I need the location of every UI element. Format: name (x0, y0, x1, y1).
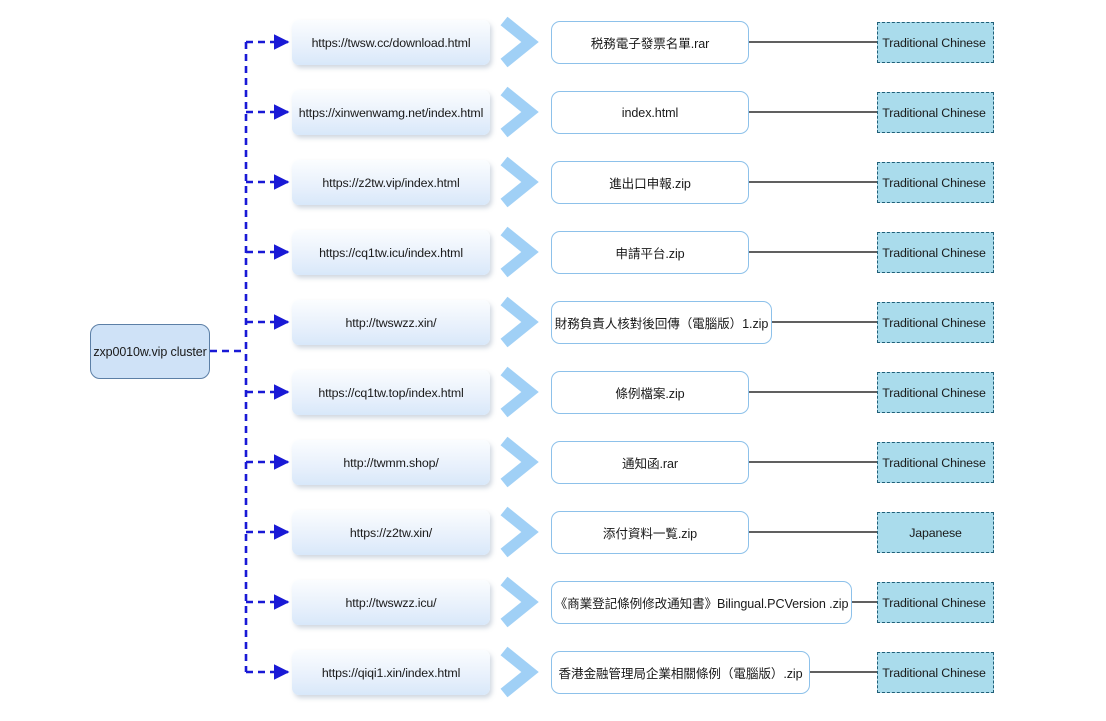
url-node[interactable]: https://z2tw.xin/ (292, 510, 490, 555)
language-node[interactable]: Traditional Chinese (877, 162, 994, 203)
url-label: https://cq1tw.icu/index.html (319, 245, 463, 260)
chevron-right-icon (500, 436, 546, 488)
file-label: 添付資料一覧.zip (602, 527, 698, 541)
language-node[interactable]: Traditional Chinese (877, 232, 994, 273)
url-label: https://qiqi1.xin/index.html (321, 665, 461, 680)
file-label: 《商業登記條例修改通知書》Bilingual.PCVersion .zip (554, 597, 849, 611)
chevron-right-icon (500, 366, 546, 418)
file-label: 香港金融管理局企業相關條例（電腦版）.zip (558, 667, 803, 681)
url-node[interactable]: http://twswzz.icu/ (292, 580, 490, 625)
language-node[interactable]: Japanese (877, 512, 994, 553)
language-node[interactable]: Traditional Chinese (877, 302, 994, 343)
file-label: 税務電子發票名單.rar (590, 37, 710, 51)
url-node[interactable]: https://cq1tw.icu/index.html (292, 230, 490, 275)
url-label: http://twswzz.xin/ (345, 315, 437, 330)
cluster-root-node[interactable]: zxp0010w.vip cluster (90, 324, 210, 379)
file-node[interactable]: 申請平台.zip (551, 231, 749, 274)
language-label: Traditional Chinese (882, 315, 986, 330)
file-label: index.html (621, 105, 679, 120)
file-language-connector-lines (749, 41, 877, 673)
language-label: Traditional Chinese (882, 35, 986, 50)
url-label: https://cq1tw.top/index.html (318, 385, 464, 400)
url-node[interactable]: https://xinwenwamg.net/index.html (292, 90, 490, 135)
url-node[interactable]: https://z2tw.vip/index.html (292, 160, 490, 205)
file-node[interactable]: 香港金融管理局企業相關條例（電腦版）.zip (551, 651, 810, 694)
language-label: Traditional Chinese (882, 105, 986, 120)
chevron-right-icon (500, 226, 546, 278)
language-node[interactable]: Traditional Chinese (877, 582, 994, 623)
url-node[interactable]: http://twswzz.xin/ (292, 300, 490, 345)
chevron-right-icon (500, 296, 546, 348)
url-node[interactable]: http://twmm.shop/ (292, 440, 490, 485)
language-node[interactable]: Traditional Chinese (877, 372, 994, 413)
url-label: http://twswzz.icu/ (345, 595, 437, 610)
file-node[interactable]: 添付資料一覧.zip (551, 511, 749, 554)
language-label: Traditional Chinese (882, 455, 986, 470)
language-label: Traditional Chinese (882, 665, 986, 680)
language-node[interactable]: Traditional Chinese (877, 442, 994, 483)
language-node[interactable]: Traditional Chinese (877, 652, 994, 693)
chevron-right-icon (500, 576, 546, 628)
chevron-right-icon (500, 156, 546, 208)
url-label: https://twsw.cc/download.html (311, 35, 471, 50)
file-label: 申請平台.zip (615, 247, 685, 261)
language-label: Traditional Chinese (882, 175, 986, 190)
file-label: 通知函.rar (622, 457, 678, 471)
tree-branch-lines (210, 34, 290, 680)
language-node[interactable]: Traditional Chinese (877, 92, 994, 133)
file-node[interactable]: 條例檔案.zip (551, 371, 749, 414)
file-node[interactable]: 通知函.rar (551, 441, 749, 484)
chevron-right-icon (500, 86, 546, 138)
chevron-right-icon (500, 506, 546, 558)
file-node[interactable]: 税務電子發票名單.rar (551, 21, 749, 64)
language-label: Traditional Chinese (882, 245, 986, 260)
cluster-root-label: zxp0010w.vip cluster (93, 344, 207, 359)
language-label: Japanese (909, 525, 962, 540)
file-node[interactable]: index.html (551, 91, 749, 134)
chevron-right-icon (500, 16, 546, 68)
language-node[interactable]: Traditional Chinese (877, 22, 994, 63)
language-label: Traditional Chinese (882, 595, 986, 610)
file-node[interactable]: 《商業登記條例修改通知書》Bilingual.PCVersion .zip (551, 581, 852, 624)
url-node[interactable]: https://cq1tw.top/index.html (292, 370, 490, 415)
url-label: http://twmm.shop/ (343, 455, 439, 470)
url-label: https://z2tw.vip/index.html (322, 175, 460, 190)
file-label: 進出口申報.zip (609, 177, 691, 191)
file-node[interactable]: 進出口申報.zip (551, 161, 749, 204)
language-label: Traditional Chinese (882, 385, 986, 400)
file-node[interactable]: 財務負責人核對後回傳（電腦版）1.zip (551, 301, 772, 344)
file-label: 財務負責人核對後回傳（電腦版）1.zip (554, 317, 769, 331)
url-label: https://xinwenwamg.net/index.html (298, 105, 484, 120)
file-label: 條例檔案.zip (615, 387, 685, 401)
chevron-right-icon (500, 646, 546, 698)
url-label: https://z2tw.xin/ (349, 525, 433, 540)
url-node[interactable]: https://qiqi1.xin/index.html (292, 650, 490, 695)
url-node[interactable]: https://twsw.cc/download.html (292, 20, 490, 65)
